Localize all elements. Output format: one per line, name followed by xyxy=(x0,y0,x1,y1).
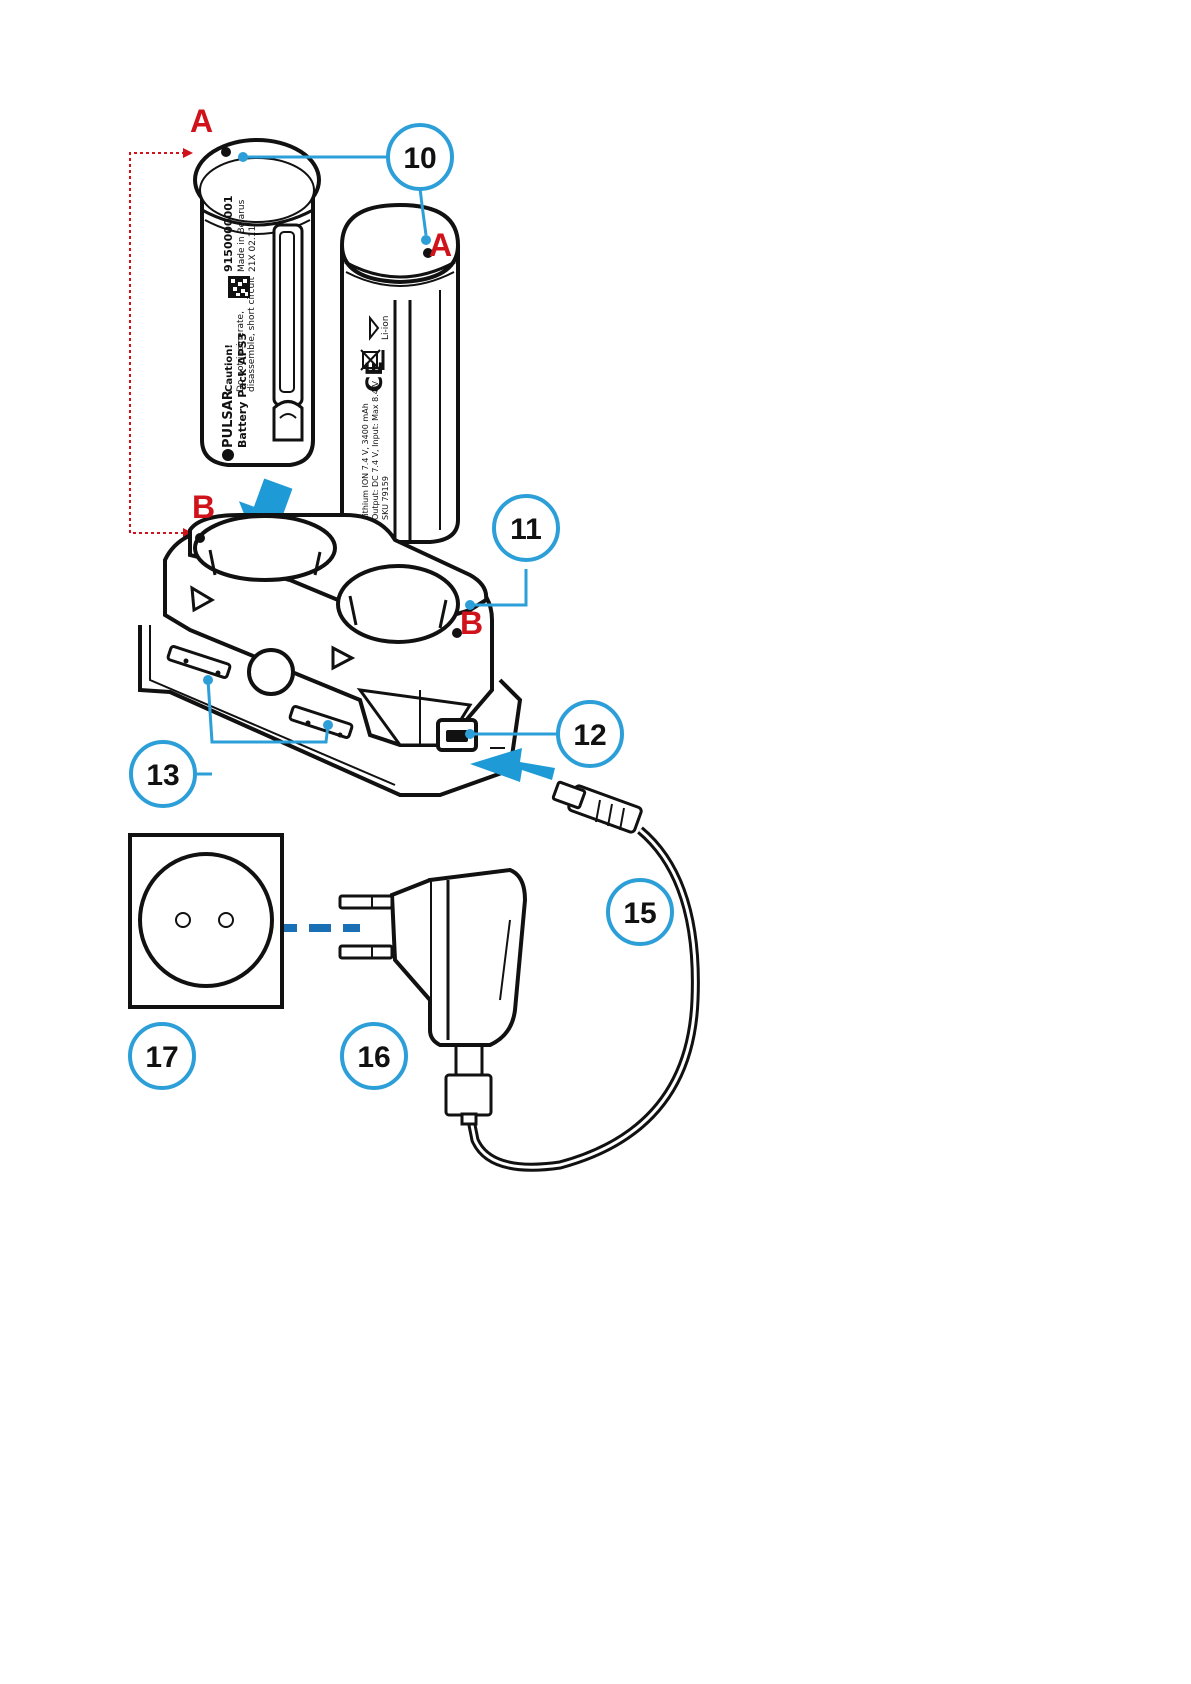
battery-spec-line1: Lithium ION 7.4 V, 3400 mAh xyxy=(361,403,370,520)
battery-date-code: 21X 02.11 xyxy=(248,226,258,272)
callout-10-label: 10 xyxy=(403,142,436,175)
callout-17-label: 17 xyxy=(145,1041,178,1074)
battery-left: 9150000001 Made in Belarus 21X 02.11 Cau… xyxy=(195,140,319,465)
callout-17: 17 xyxy=(130,1024,194,1088)
marker-b-right: B xyxy=(460,605,483,641)
alignment-guide xyxy=(130,148,193,538)
battery-caution-title: Caution! xyxy=(224,344,235,392)
battery-spec-line3: SKU 79159 xyxy=(381,476,390,520)
battery-model: Battery Pack APS3 xyxy=(236,333,249,448)
callout-16: 16 xyxy=(342,1024,406,1088)
callout-13: 13 xyxy=(131,742,212,806)
callout-15: 15 xyxy=(608,880,672,944)
callout-11: 11 xyxy=(494,496,558,560)
marker-a-left: A xyxy=(190,103,213,139)
callout-11-label: 11 xyxy=(510,513,542,546)
battery-spec-line2: Output: DC 7.4 V, Input: Max 8.4 V xyxy=(371,381,380,520)
power-adapter xyxy=(340,870,525,1045)
battery-made-in: Made in Belarus xyxy=(237,199,247,272)
wall-socket xyxy=(130,835,282,1007)
callout-15-label: 15 xyxy=(623,897,656,930)
callout-12: 12 xyxy=(558,702,622,766)
callout-13-label: 13 xyxy=(146,759,179,792)
callout-12-label: 12 xyxy=(573,719,606,752)
marker-b-left: B xyxy=(192,489,215,525)
marker-a-right: A xyxy=(429,227,452,263)
callout-16-label: 16 xyxy=(357,1041,390,1074)
callout-10: 10 xyxy=(388,125,452,189)
battery-brand: PULSAR xyxy=(221,390,236,448)
charger-indicator xyxy=(249,650,293,694)
charging-station xyxy=(140,515,520,795)
pulsar-logo-icon xyxy=(222,449,234,461)
li-ion-label: Li-ion xyxy=(381,316,391,340)
battery-serial: 9150000001 xyxy=(222,195,235,272)
